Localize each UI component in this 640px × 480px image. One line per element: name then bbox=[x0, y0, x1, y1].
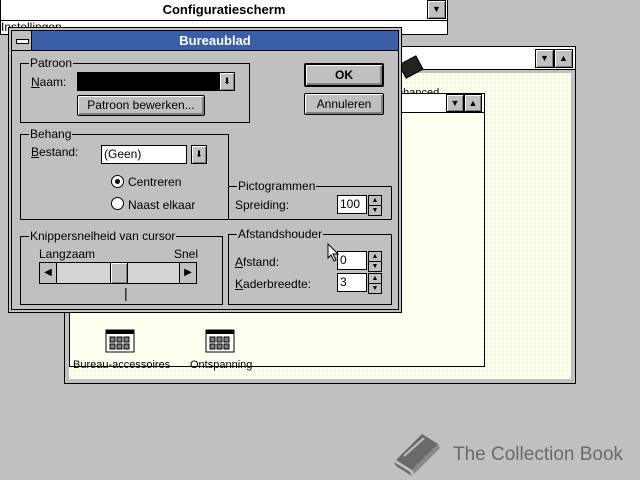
system-menu-button[interactable] bbox=[12, 31, 32, 50]
chevron-down-icon: ▼ bbox=[432, 4, 441, 14]
slider-thumb[interactable] bbox=[110, 263, 128, 283]
cursor-blink-title: Knippersnelheid van cursor bbox=[29, 229, 177, 243]
inner-group-minimize-button[interactable]: ▼ bbox=[446, 94, 464, 112]
center-radio[interactable] bbox=[111, 175, 124, 188]
program-group-icon[interactable] bbox=[105, 329, 135, 353]
icon-spacing-label: Spreiding: bbox=[235, 198, 290, 212]
border-width-spinner[interactable]: ▲ ▼ bbox=[368, 273, 382, 294]
program-group-icon[interactable] bbox=[205, 329, 235, 353]
wallpaper-file-value: (Geen) bbox=[104, 147, 142, 161]
wallpaper-group-title: Behang bbox=[29, 127, 73, 141]
pattern-group-title: Patroon bbox=[29, 56, 74, 70]
wallpaper-dropdown-button[interactable]: ⬇ bbox=[191, 145, 207, 164]
icon-spacing-input[interactable]: 100 bbox=[337, 195, 367, 214]
border-width-label: Kaderbreedte: bbox=[235, 277, 312, 291]
blink-speed-slider[interactable]: ◀ ▶ bbox=[39, 262, 197, 284]
spin-down-icon[interactable]: ▼ bbox=[371, 206, 379, 214]
system-menu-icon bbox=[16, 39, 29, 44]
cancel-label: Annuleren bbox=[316, 97, 372, 111]
pattern-name-dropdown[interactable] bbox=[77, 72, 221, 91]
center-label[interactable]: Centreren bbox=[128, 175, 182, 189]
pattern-group: Patroon Naam: ⬇ Patroon bewerken... bbox=[20, 56, 250, 123]
distance-value: 0 bbox=[340, 253, 347, 267]
spin-down-icon[interactable]: ▼ bbox=[371, 262, 379, 270]
spin-up-icon[interactable]: ▲ bbox=[369, 252, 381, 262]
spin-up-icon[interactable]: ▲ bbox=[369, 274, 381, 284]
chevron-up-icon: ▲ bbox=[559, 53, 568, 63]
desktop-dialog: Bureaublad Patroon Naam: ⬇ Patroon bewer… bbox=[8, 27, 402, 313]
book-logo-icon bbox=[394, 434, 440, 476]
chevron-down-icon: ▼ bbox=[450, 98, 460, 108]
border-width-value: 3 bbox=[340, 275, 347, 289]
spin-down-icon[interactable]: ▼ bbox=[371, 284, 379, 292]
pattern-name-label: Naam: bbox=[31, 75, 67, 89]
program-manager-maximize-button[interactable]: ▲ bbox=[554, 49, 573, 68]
cancel-button[interactable]: Annuleren bbox=[304, 93, 384, 115]
dialog-title: Bureaublad bbox=[179, 33, 251, 48]
dropdown-arrow-icon: ⬇ bbox=[223, 76, 231, 86]
inner-group-maximize-button[interactable]: ▲ bbox=[464, 94, 482, 112]
program-group-label-accessories[interactable]: Bureau-accessoires bbox=[73, 359, 171, 371]
ok-button[interactable]: OK bbox=[304, 63, 384, 87]
distance-input[interactable]: 0 bbox=[337, 251, 367, 270]
tile-label[interactable]: Naast elkaar bbox=[128, 198, 196, 212]
slider-right-button[interactable]: ▶ bbox=[179, 263, 196, 283]
icons-group: Pictogrammen Spreiding: 100 ▲ ▼ bbox=[228, 179, 392, 220]
wallpaper-group: Behang Bestand: (Geen) ⬇ Centreren Naast… bbox=[20, 127, 229, 220]
icons-group-title: Pictogrammen bbox=[237, 179, 317, 193]
dialog-caption[interactable]: Bureaublad bbox=[12, 31, 398, 51]
icon-spacing-spinner[interactable]: ▲ ▼ bbox=[368, 195, 382, 216]
program-manager-minimize-button[interactable]: ▼ bbox=[535, 49, 554, 68]
granularity-group: Afstandshouder Afstand: 0 ▲ ▼ Kaderbreed… bbox=[228, 227, 392, 305]
granularity-title: Afstandshouder bbox=[237, 227, 324, 241]
cursor-preview: | bbox=[124, 285, 128, 301]
distance-spinner[interactable]: ▲ ▼ bbox=[368, 251, 382, 272]
program-group-icon-graphic bbox=[105, 329, 135, 353]
cursor-blink-group: Knippersnelheid van cursor Langzaam Snel… bbox=[20, 229, 223, 305]
edit-pattern-label: Patroon bewerken... bbox=[87, 98, 195, 112]
control-panel-minimize-button[interactable]: ▼ bbox=[427, 0, 446, 19]
chevron-down-icon: ▼ bbox=[540, 53, 549, 63]
watermark-text: The Collection Book bbox=[453, 444, 624, 465]
control-panel-title: Configuratiescherm bbox=[162, 2, 286, 17]
spin-up-icon[interactable]: ▲ bbox=[369, 196, 381, 206]
ok-label: OK bbox=[335, 68, 353, 82]
slider-left-button[interactable]: ◀ bbox=[40, 263, 57, 283]
border-width-input[interactable]: 3 bbox=[337, 273, 367, 292]
program-group-label-games[interactable]: Ontspanning bbox=[190, 359, 253, 371]
edit-pattern-button[interactable]: Patroon bewerken... bbox=[77, 95, 205, 116]
distance-label: Afstand: bbox=[235, 255, 280, 269]
icon-spacing-value: 100 bbox=[340, 197, 361, 211]
tile-radio[interactable] bbox=[111, 197, 124, 210]
wallpaper-file-dropdown[interactable]: (Geen) bbox=[101, 145, 187, 164]
control-panel-caption[interactable]: Configuratiescherm bbox=[1, 0, 447, 21]
chevron-up-icon: ▲ bbox=[468, 98, 478, 108]
fast-label: Snel bbox=[174, 247, 199, 261]
program-group-icon-graphic bbox=[205, 329, 235, 353]
slow-label: Langzaam bbox=[39, 247, 96, 261]
mouse-pointer-icon bbox=[327, 243, 340, 262]
pattern-dropdown-button[interactable]: ⬇ bbox=[219, 72, 235, 91]
dropdown-arrow-icon: ⬇ bbox=[195, 149, 203, 159]
wallpaper-file-label: Bestand: bbox=[31, 145, 79, 159]
